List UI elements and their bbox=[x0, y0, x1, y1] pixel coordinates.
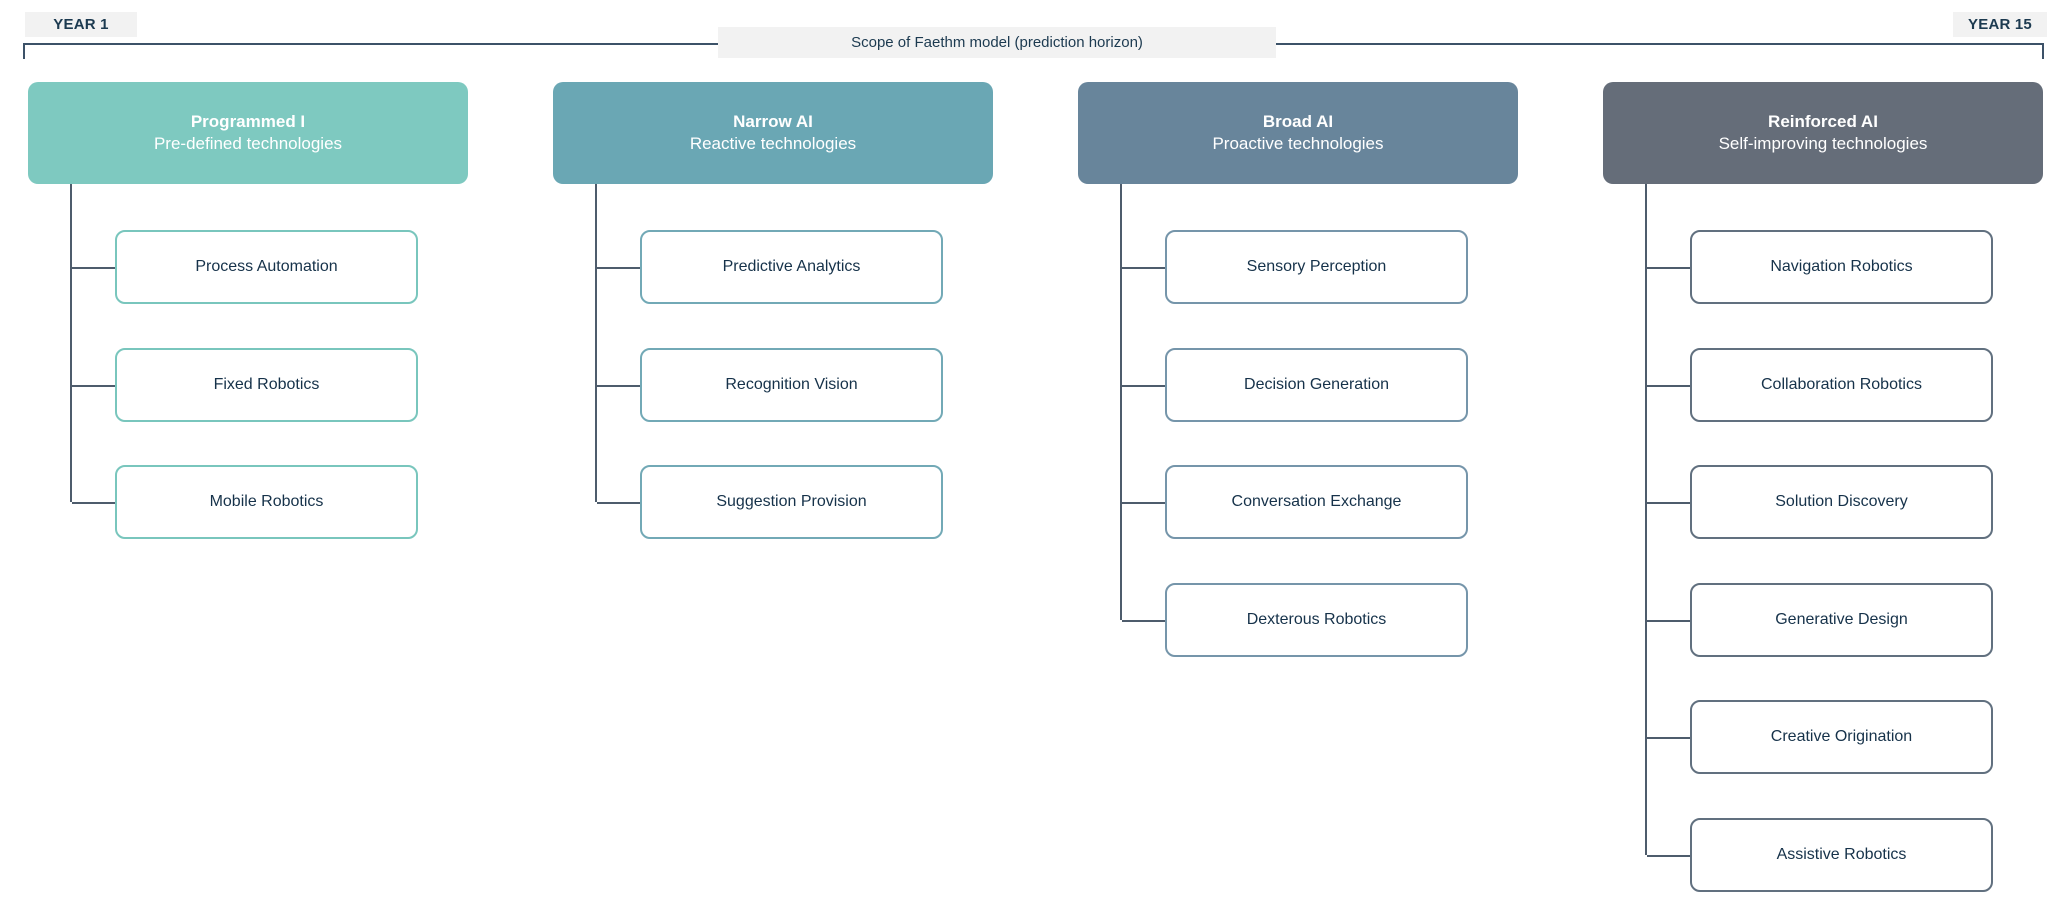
technology-label: Assistive Robotics bbox=[1776, 845, 1907, 863]
technology-node[interactable]: Generative Design bbox=[1647, 582, 1993, 657]
stage-title: Programmed I bbox=[190, 111, 306, 131]
stage-children: Sensory Perception Decision Generation C… bbox=[1078, 184, 1518, 657]
stage-subtitle: Pre-defined technologies bbox=[153, 134, 343, 153]
ai-stage-column-broad-ai: Broad AI Proactive technologies Sensory … bbox=[1078, 82, 1518, 915]
stage-header-box[interactable]: Programmed I Pre-defined technologies bbox=[28, 82, 468, 184]
technology-label: Decision Generation bbox=[1244, 375, 1389, 393]
technology-label: Recognition Vision bbox=[725, 375, 858, 393]
technology-node[interactable]: Decision Generation bbox=[1122, 347, 1468, 422]
stage-title: Broad AI bbox=[1262, 111, 1334, 131]
connector-trunk-line bbox=[1120, 184, 1122, 620]
technology-label: Fixed Robotics bbox=[213, 375, 320, 393]
technology-node[interactable]: Sensory Perception bbox=[1122, 230, 1468, 304]
ai-stage-column-reinforced-ai: Reinforced AI Self-improving technologie… bbox=[1603, 82, 2043, 915]
connector-trunk-line bbox=[595, 184, 597, 502]
year-end-label: YEAR 15 bbox=[1953, 12, 2047, 37]
scope-horizon-label: Scope of Faethm model (prediction horizo… bbox=[718, 27, 1276, 58]
technology-label: Mobile Robotics bbox=[209, 493, 324, 510]
technology-label: Predictive Analytics bbox=[722, 258, 861, 275]
technology-label: Conversation Exchange bbox=[1231, 493, 1402, 510]
stage-subtitle: Reactive technologies bbox=[689, 134, 857, 153]
technology-node[interactable]: Predictive Analytics bbox=[597, 230, 943, 304]
technology-label: Collaboration Robotics bbox=[1761, 375, 1922, 393]
technology-node[interactable]: Mobile Robotics bbox=[72, 465, 418, 539]
connector-trunk-line bbox=[70, 184, 72, 502]
stage-title: Narrow AI bbox=[733, 111, 813, 131]
stage-subtitle: Self-improving technologies bbox=[1718, 134, 1928, 153]
technology-label: Navigation Robotics bbox=[1770, 258, 1913, 275]
technology-label: Creative Origination bbox=[1770, 728, 1913, 745]
technology-label: Dexterous Robotics bbox=[1246, 610, 1387, 628]
technology-node[interactable]: Navigation Robotics bbox=[1647, 230, 1993, 304]
technology-node[interactable]: Fixed Robotics bbox=[72, 347, 418, 422]
year-start-label: YEAR 1 bbox=[25, 12, 137, 37]
technology-node[interactable]: Solution Discovery bbox=[1647, 465, 1993, 539]
technology-node[interactable]: Dexterous Robotics bbox=[1122, 582, 1468, 657]
technology-node[interactable]: Collaboration Robotics bbox=[1647, 347, 1993, 422]
stage-header-box[interactable]: Broad AI Proactive technologies bbox=[1078, 82, 1518, 184]
technology-node[interactable]: Assistive Robotics bbox=[1647, 817, 1993, 892]
ai-stage-column-programmed: Programmed I Pre-defined technologies Pr… bbox=[28, 82, 468, 915]
technology-node[interactable]: Creative Origination bbox=[1647, 700, 1993, 774]
connector-trunk-line bbox=[1645, 184, 1647, 855]
technology-label: Process Automation bbox=[195, 258, 338, 275]
technology-label: Generative Design bbox=[1775, 610, 1908, 628]
stage-children: Process Automation Fixed Robotics Mobile… bbox=[28, 184, 468, 539]
technology-node[interactable]: Suggestion Provision bbox=[597, 465, 943, 539]
stage-subtitle: Proactive technologies bbox=[1212, 134, 1384, 153]
stage-children: Predictive Analytics Recognition Vision … bbox=[553, 184, 993, 539]
stage-header-box[interactable]: Narrow AI Reactive technologies bbox=[553, 82, 993, 184]
ai-stage-column-narrow-ai: Narrow AI Reactive technologies Predicti… bbox=[553, 82, 993, 915]
technology-node[interactable]: Recognition Vision bbox=[597, 347, 943, 422]
technology-label: Sensory Perception bbox=[1246, 258, 1387, 275]
stage-columns-container: Programmed I Pre-defined technologies Pr… bbox=[28, 82, 2043, 915]
technology-label: Solution Discovery bbox=[1775, 493, 1908, 510]
stage-children: Navigation Robotics Collaboration Roboti… bbox=[1603, 184, 2043, 892]
technology-node[interactable]: Process Automation bbox=[72, 230, 418, 304]
technology-node[interactable]: Conversation Exchange bbox=[1122, 465, 1468, 539]
stage-header-box[interactable]: Reinforced AI Self-improving technologie… bbox=[1603, 82, 2043, 184]
stage-title: Reinforced AI bbox=[1768, 111, 1878, 131]
technology-label: Suggestion Provision bbox=[716, 493, 867, 510]
